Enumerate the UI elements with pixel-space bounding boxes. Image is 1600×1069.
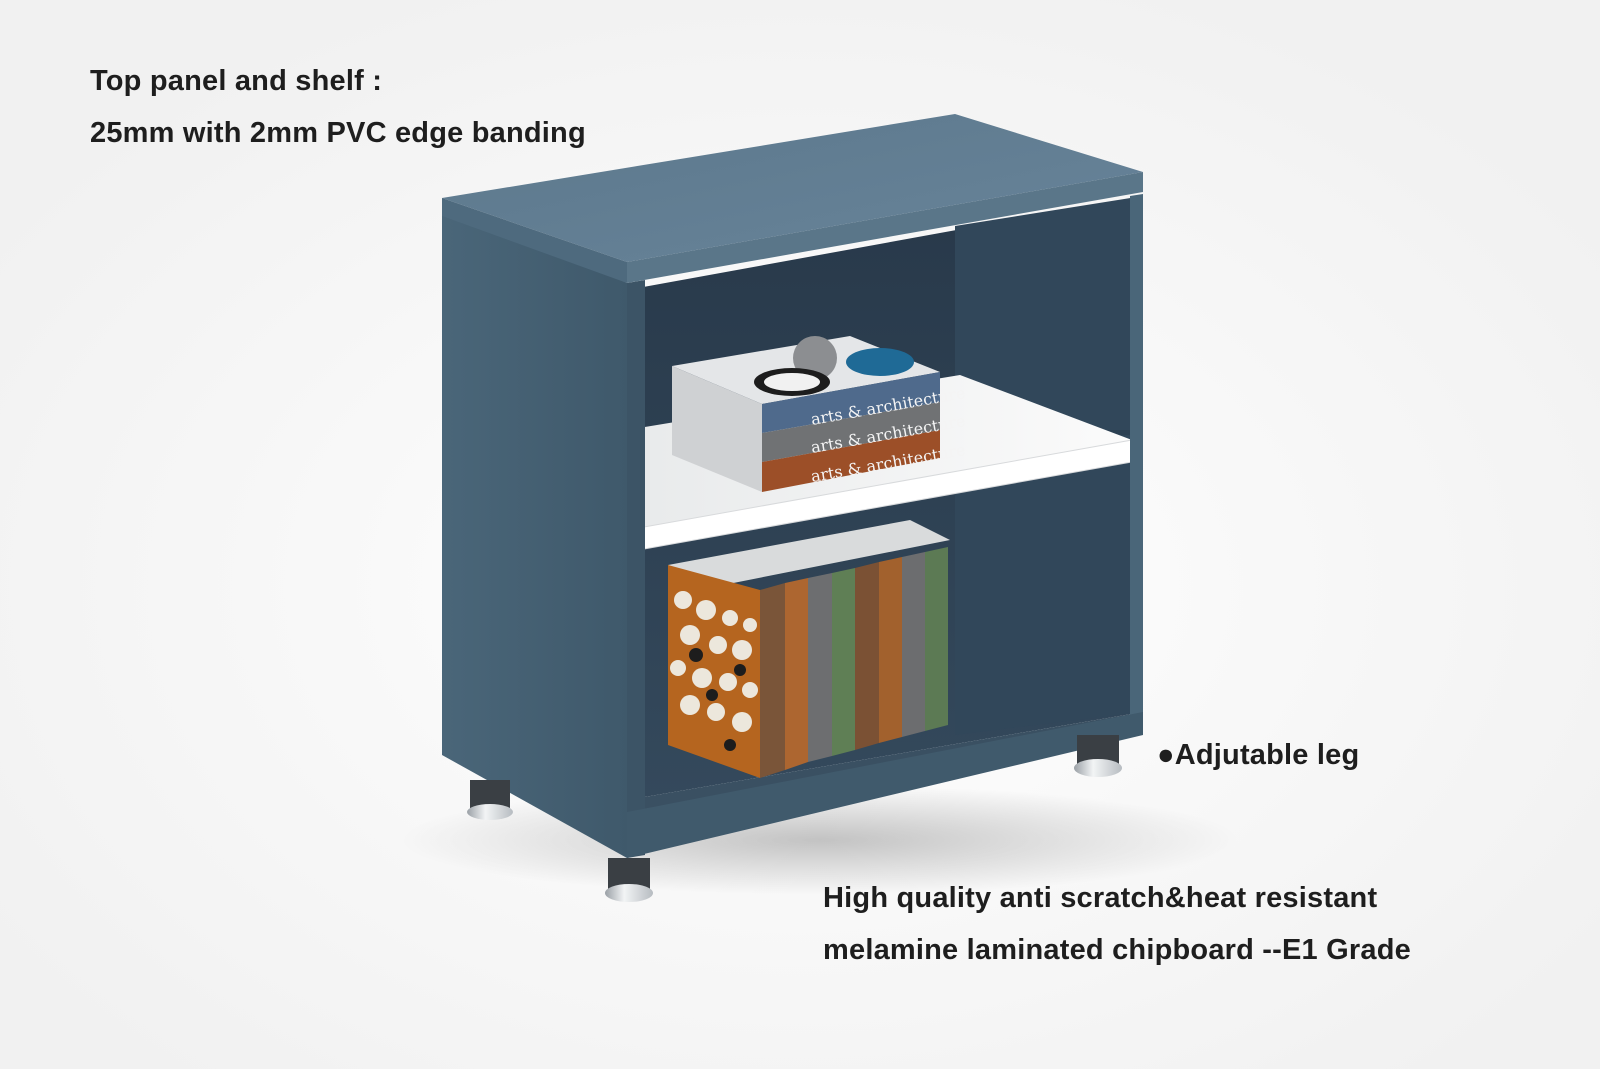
adjustable-leg-left-back: [467, 780, 513, 820]
material-annotation-line-1: High quality anti scratch&heat resistant: [823, 882, 1378, 914]
adjustable-leg-right: [1074, 735, 1122, 777]
upper-shelf-books: [672, 336, 940, 492]
cabinet-right-panel-edge: [1130, 194, 1143, 715]
top-panel-annotation-line-2: 25mm with 2mm PVC edge banding: [90, 117, 586, 149]
cabinet-bottom-rail: [627, 712, 1143, 858]
top-panel-annotation-line-1: Top panel and shelf :: [90, 65, 383, 97]
cabinet-top-panel: [442, 114, 1143, 262]
cabinet-left-side-panel: [442, 198, 627, 858]
cabinet-top-front-edge: [442, 198, 627, 283]
adjustable-leg-annotation: ●Adjutable leg: [1157, 739, 1360, 771]
adjustable-leg-front: [605, 858, 653, 902]
material-annotation-line-2: melamine laminated chipboard --E1 Grade: [823, 934, 1411, 966]
lower-shelf-books: [668, 520, 950, 778]
